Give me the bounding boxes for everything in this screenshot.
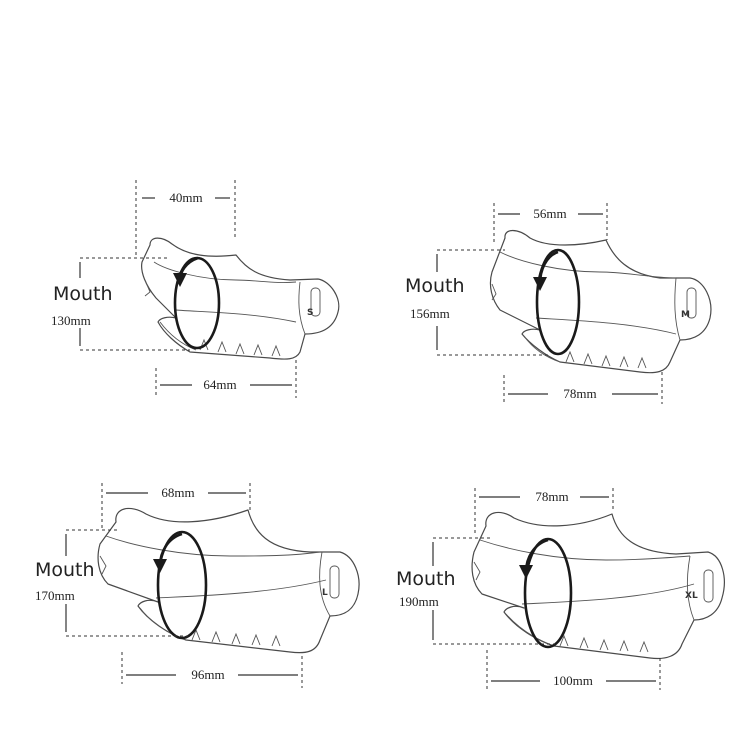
mouth-label: Mouth bbox=[405, 275, 465, 297]
mouth-value: 170mm bbox=[35, 588, 75, 603]
muzzle-panel-m: 56mm M Mouth 156mm 78mm bbox=[405, 203, 712, 404]
fit-rotation-circle bbox=[523, 537, 573, 649]
mouth-label: Mouth bbox=[53, 283, 113, 305]
muzzle-outline: XL bbox=[471, 511, 725, 660]
mouth-dimension: Mouth 170mm bbox=[35, 529, 188, 637]
muzzle-outline: S bbox=[141, 237, 340, 360]
rotation-arrow bbox=[533, 250, 559, 291]
size-marker: M bbox=[681, 310, 690, 320]
muzzle-outline: M bbox=[489, 229, 712, 374]
mouth-value: 156mm bbox=[410, 306, 450, 321]
rotation-arrow bbox=[173, 256, 199, 287]
length-dimension: 64mm bbox=[155, 360, 297, 398]
mouth-dimension: Mouth 130mm bbox=[51, 257, 190, 351]
size-marker: XL bbox=[685, 591, 698, 601]
rotation-arrow bbox=[153, 532, 183, 573]
length-label: 64mm bbox=[203, 377, 236, 392]
mouth-dimension: Mouth 190mm bbox=[396, 537, 555, 645]
length-label: 100mm bbox=[553, 673, 593, 688]
rotation-arrow bbox=[519, 538, 549, 579]
width-label: 56mm bbox=[533, 206, 566, 221]
width-dimension: 68mm bbox=[101, 483, 251, 530]
length-dimension: 78mm bbox=[503, 372, 663, 404]
mouth-value: 190mm bbox=[399, 594, 439, 609]
width-label: 40mm bbox=[169, 190, 202, 205]
size-marker: S bbox=[307, 308, 313, 318]
length-label: 78mm bbox=[563, 386, 596, 401]
muzzle-panel-l: 68mm L Mouth 170mm 96mm bbox=[35, 483, 360, 688]
muzzle-panel-xl: 78mm XL Mouth 190mm 100m bbox=[396, 488, 725, 690]
mouth-value: 130mm bbox=[51, 313, 91, 328]
muzzle-outline: L bbox=[97, 507, 360, 654]
length-dimension: 96mm bbox=[121, 652, 303, 688]
muzzle-panel-s: 40mm S Mouth 130mm bbox=[51, 180, 340, 398]
length-dimension: 100mm bbox=[486, 650, 661, 690]
size-marker: L bbox=[322, 588, 328, 598]
length-label: 96mm bbox=[191, 667, 224, 682]
mouth-dimension: Mouth 156mm bbox=[405, 249, 550, 356]
width-dimension: 40mm bbox=[135, 180, 236, 258]
mouth-label: Mouth bbox=[35, 559, 95, 581]
width-label: 78mm bbox=[535, 489, 568, 504]
mouth-label: Mouth bbox=[396, 568, 456, 590]
width-dimension: 78mm bbox=[474, 488, 614, 536]
width-dimension: 56mm bbox=[493, 203, 608, 245]
fit-rotation-circle bbox=[535, 248, 581, 356]
width-label: 68mm bbox=[161, 485, 194, 500]
fit-rotation-circle bbox=[156, 530, 208, 640]
